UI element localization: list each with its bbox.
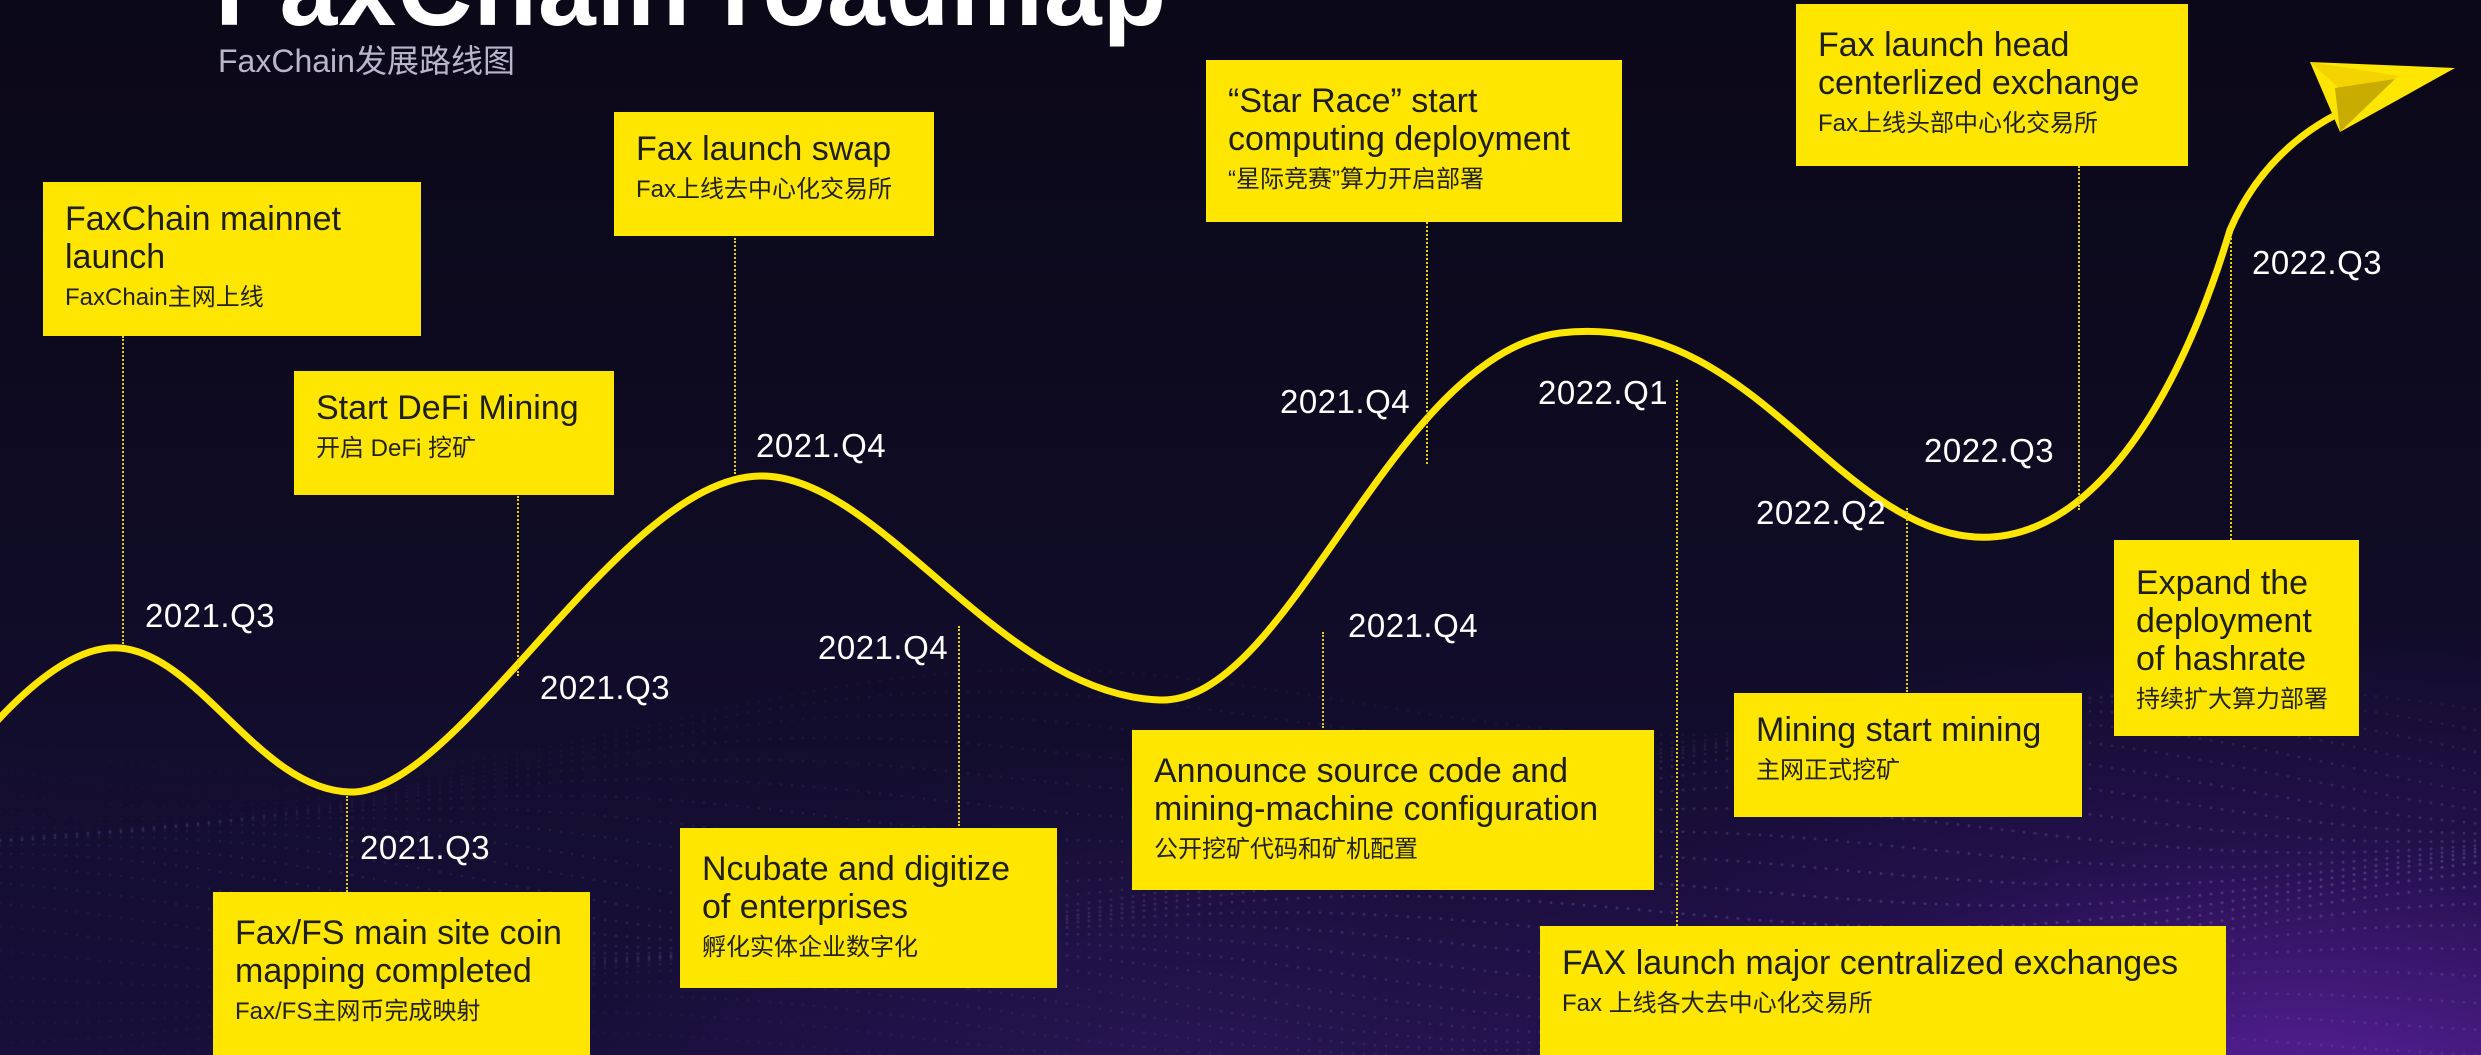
milestone-title: FaxChain mainnet launch	[65, 200, 341, 276]
date-label: 2022.Q2	[1756, 494, 1887, 531]
milestone-start-mining: Mining start mining 主网正式挖矿	[1734, 693, 2082, 817]
date-label: 2021.Q3	[145, 597, 276, 634]
roadmap-line	[0, 92, 2394, 796]
connector-9	[1906, 508, 1908, 692]
paper-plane-icon	[2310, 62, 2455, 132]
milestone-title: Fax/FS main site coin mapping completed	[235, 914, 562, 990]
milestone-title: Expand the deployment of hashrate	[2136, 564, 2312, 678]
page-title: FaxChain roadmap	[215, 0, 1167, 42]
date-label: 2021.Q3	[540, 669, 671, 706]
milestone-subtitle: 公开挖矿代码和矿机配置	[1154, 836, 1418, 863]
milestone-subtitle: “星际竞赛”算力开启部署	[1228, 166, 1484, 193]
milestone-mainnet-launch: FaxChain mainnet launch FaxChain主网上线	[43, 182, 421, 336]
date-label: 2021.Q3	[360, 829, 491, 866]
connector-11	[2230, 238, 2232, 540]
milestone-subtitle: Fax上线头部中心化交易所	[1818, 110, 2099, 137]
milestone-subtitle: 主网正式挖矿	[1756, 757, 1900, 784]
milestone-title: Ncubate and digitize of enterprises	[702, 850, 1011, 926]
date-label: 2021.Q4	[818, 629, 949, 666]
milestone-defi-mining: Start DeFi Mining 开启 DeFi 挖矿	[294, 371, 614, 495]
date-label: 2022.Q1	[1538, 374, 1669, 411]
date-label: 2021.Q4	[1280, 383, 1411, 420]
milestone-subtitle: 持续扩大算力部署	[2136, 686, 2328, 713]
date-label: 2021.Q4	[1348, 607, 1479, 644]
milestone-incubate-enterprises: Ncubate and digitize of enterprises 孵化实体…	[680, 828, 1057, 988]
milestone-head-exchange: Fax launch head centerlized exchange Fax…	[1796, 4, 2188, 166]
connector-5	[958, 626, 960, 826]
milestone-title: Fax launch swap	[636, 130, 892, 168]
connector-3	[517, 496, 519, 676]
connector-8	[1676, 380, 1678, 926]
milestone-star-race: “Star Race” start computing deployment “…	[1206, 60, 1622, 222]
connector-1	[122, 336, 124, 644]
milestone-title: Announce source code and mining-machine …	[1154, 752, 1599, 828]
milestone-coin-mapping: Fax/FS main site coin mapping completed …	[213, 892, 590, 1055]
milestone-subtitle: Fax 上线各大去中心化交易所	[1562, 990, 1873, 1017]
connector-6	[1322, 632, 1324, 728]
date-label: 2022.Q3	[2252, 244, 2383, 281]
milestone-title: FAX launch major centralized exchanges	[1562, 944, 2179, 982]
connector-7	[1426, 222, 1428, 464]
connector-4	[734, 238, 736, 474]
milestone-subtitle: FaxChain主网上线	[65, 284, 264, 311]
date-label: 2022.Q3	[1924, 432, 2055, 469]
milestone-expand-hashrate: Expand the deployment of hashrate 持续扩大算力…	[2114, 540, 2359, 736]
milestone-major-exchanges: FAX launch major centralized exchanges F…	[1540, 926, 2226, 1055]
connector-10	[2078, 166, 2080, 510]
milestone-title: Mining start mining	[1756, 711, 2042, 749]
milestone-launch-swap: Fax launch swap Fax上线去中心化交易所	[614, 112, 934, 236]
milestone-subtitle: Fax/FS主网币完成映射	[235, 998, 481, 1025]
page-subtitle: FaxChain发展路线图	[218, 43, 515, 79]
milestone-subtitle: Fax上线去中心化交易所	[636, 176, 893, 203]
date-label: 2021.Q4	[756, 427, 887, 464]
milestone-subtitle: 孵化实体企业数字化	[702, 934, 918, 961]
milestone-source-code: Announce source code and mining-machine …	[1132, 730, 1654, 890]
milestone-title: Start DeFi Mining	[316, 389, 579, 427]
connector-2	[346, 796, 348, 892]
milestone-title: “Star Race” start computing deployment	[1228, 82, 1571, 158]
milestone-subtitle: 开启 DeFi 挖矿	[316, 435, 477, 462]
milestone-title: Fax launch head centerlized exchange	[1818, 26, 2140, 102]
